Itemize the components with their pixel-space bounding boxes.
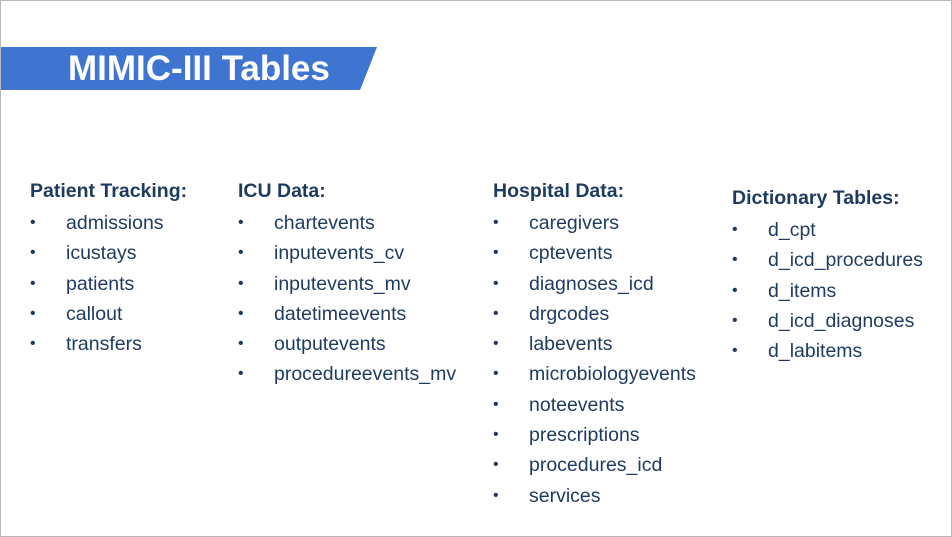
table-list: • chartevents • inputevents_cv • inputevent…: [238, 208, 456, 390]
bullet-icon: •: [732, 281, 738, 299]
list-item-label: admissions: [66, 212, 164, 234]
list-item: • noteevents: [493, 390, 696, 420]
list-item: • services: [493, 481, 696, 511]
bullet-icon: •: [30, 214, 36, 231]
list-item-label: noteevents: [529, 393, 625, 416]
bullet-icon: •: [493, 304, 499, 322]
bullet-icon: •: [30, 244, 36, 262]
table-list: • caregivers • cptevents • diagnoses_icd • d…: [493, 208, 696, 511]
list-item-label: d_icd_diagnoses: [768, 309, 915, 332]
list-item-label: drgcodes: [529, 302, 610, 325]
list-item: • procedureevents_mv: [238, 359, 456, 389]
bullet-icon: •: [493, 486, 499, 504]
table-list: • admissions • icustays • patients • callout…: [30, 208, 187, 359]
list-item: • icustays: [30, 238, 187, 268]
list-item: • caregivers: [493, 208, 696, 238]
list-item: • d_cpt: [732, 215, 923, 245]
bullet-icon: •: [732, 311, 738, 329]
list-item: • outputevents: [238, 329, 456, 359]
list-item: • microbiologyevents: [493, 359, 696, 389]
list-item-label: outputevents: [274, 333, 386, 356]
list-item-label: d_icd_procedures: [768, 249, 924, 272]
list-item-label: inputevents_mv: [274, 272, 411, 295]
bullet-icon: •: [238, 365, 244, 383]
list-item: • d_icd_diagnoses: [732, 306, 923, 336]
column-patient-tracking: Patient Tracking: • admissions • icustays …: [30, 178, 187, 359]
bullet-icon: •: [493, 456, 499, 474]
list-item-label: icustays: [66, 242, 137, 265]
list-item-label: datetimeevents: [274, 302, 407, 325]
bullet-icon: •: [30, 335, 36, 353]
list-item-label: prescriptions: [529, 424, 640, 447]
list-item: • d_icd_procedures: [732, 245, 923, 275]
bullet-icon: •: [493, 335, 499, 353]
list-item: • inputevents_mv: [238, 269, 456, 299]
bullet-icon: •: [30, 274, 36, 292]
column-dictionary-tables: Dictionary Tables: • d_cpt • d_icd_procedu…: [732, 185, 923, 366]
column-icu-data: ICU Data: • chartevents • inputevents_cv •…: [238, 178, 456, 390]
list-item: • callout: [30, 299, 187, 329]
list-item-label: procedures_icd: [529, 454, 663, 477]
list-item: • datetimeevents: [238, 299, 456, 329]
bullet-icon: •: [493, 214, 499, 231]
column-heading: Hospital Data:: [493, 180, 625, 202]
list-item: • cptevents: [493, 238, 696, 268]
list-item: • labevents: [493, 329, 696, 359]
list-item-label: caregivers: [529, 212, 619, 234]
list-item-label: cptevents: [529, 242, 613, 265]
bullet-icon: •: [238, 335, 244, 353]
list-item-label: transfers: [66, 333, 142, 356]
list-item-label: patients: [66, 272, 135, 295]
title-banner: [1, 47, 377, 90]
bullet-icon: •: [732, 342, 738, 360]
list-item-label: inputevents_cv: [274, 242, 405, 265]
list-item: • procedures_icd: [493, 450, 696, 480]
list-item: • transfers: [30, 329, 187, 359]
list-item-label: diagnoses_icd: [529, 272, 654, 295]
list-item-label: d_labitems: [768, 340, 863, 363]
bullet-icon: •: [238, 274, 244, 292]
list-item: • patients: [30, 269, 187, 299]
slide-title: MIMIC-III Tables: [68, 49, 330, 88]
list-item: • chartevents: [238, 208, 456, 238]
table-list: • d_cpt • d_icd_procedures • d_items • d_icd…: [732, 215, 923, 366]
bullet-icon: •: [493, 365, 499, 383]
list-item: • prescriptions: [493, 420, 696, 450]
list-item: • inputevents_cv: [238, 238, 456, 268]
bullet-icon: •: [238, 244, 244, 262]
column-heading: ICU Data:: [238, 180, 326, 202]
bullet-icon: •: [493, 244, 499, 262]
bullet-icon: •: [493, 426, 499, 444]
list-item-label: d_items: [768, 279, 837, 302]
list-item-label: microbiologyevents: [529, 363, 696, 386]
bullet-icon: •: [238, 304, 244, 322]
column-heading: Patient Tracking:: [30, 180, 188, 202]
bullet-icon: •: [732, 221, 738, 238]
list-item-label: d_cpt: [768, 219, 816, 241]
list-item-label: labevents: [529, 333, 613, 356]
list-item-label: chartevents: [274, 212, 375, 234]
bullet-icon: •: [493, 395, 499, 413]
list-item: • d_items: [732, 276, 923, 306]
list-item-label: callout: [66, 302, 123, 325]
list-item-label: services: [529, 484, 601, 507]
list-item: • drgcodes: [493, 299, 696, 329]
list-item: • diagnoses_icd: [493, 269, 696, 299]
column-hospital-data: Hospital Data: • caregivers • cptevents • d…: [493, 178, 696, 511]
list-item: • d_labitems: [732, 336, 923, 366]
list-item-label: procedureevents_mv: [274, 363, 457, 386]
bullet-icon: •: [732, 251, 738, 269]
list-item: • admissions: [30, 208, 187, 238]
bullet-icon: •: [30, 304, 36, 322]
bullet-icon: •: [238, 214, 244, 231]
bullet-icon: •: [493, 274, 499, 292]
column-heading: Dictionary Tables:: [732, 187, 900, 209]
